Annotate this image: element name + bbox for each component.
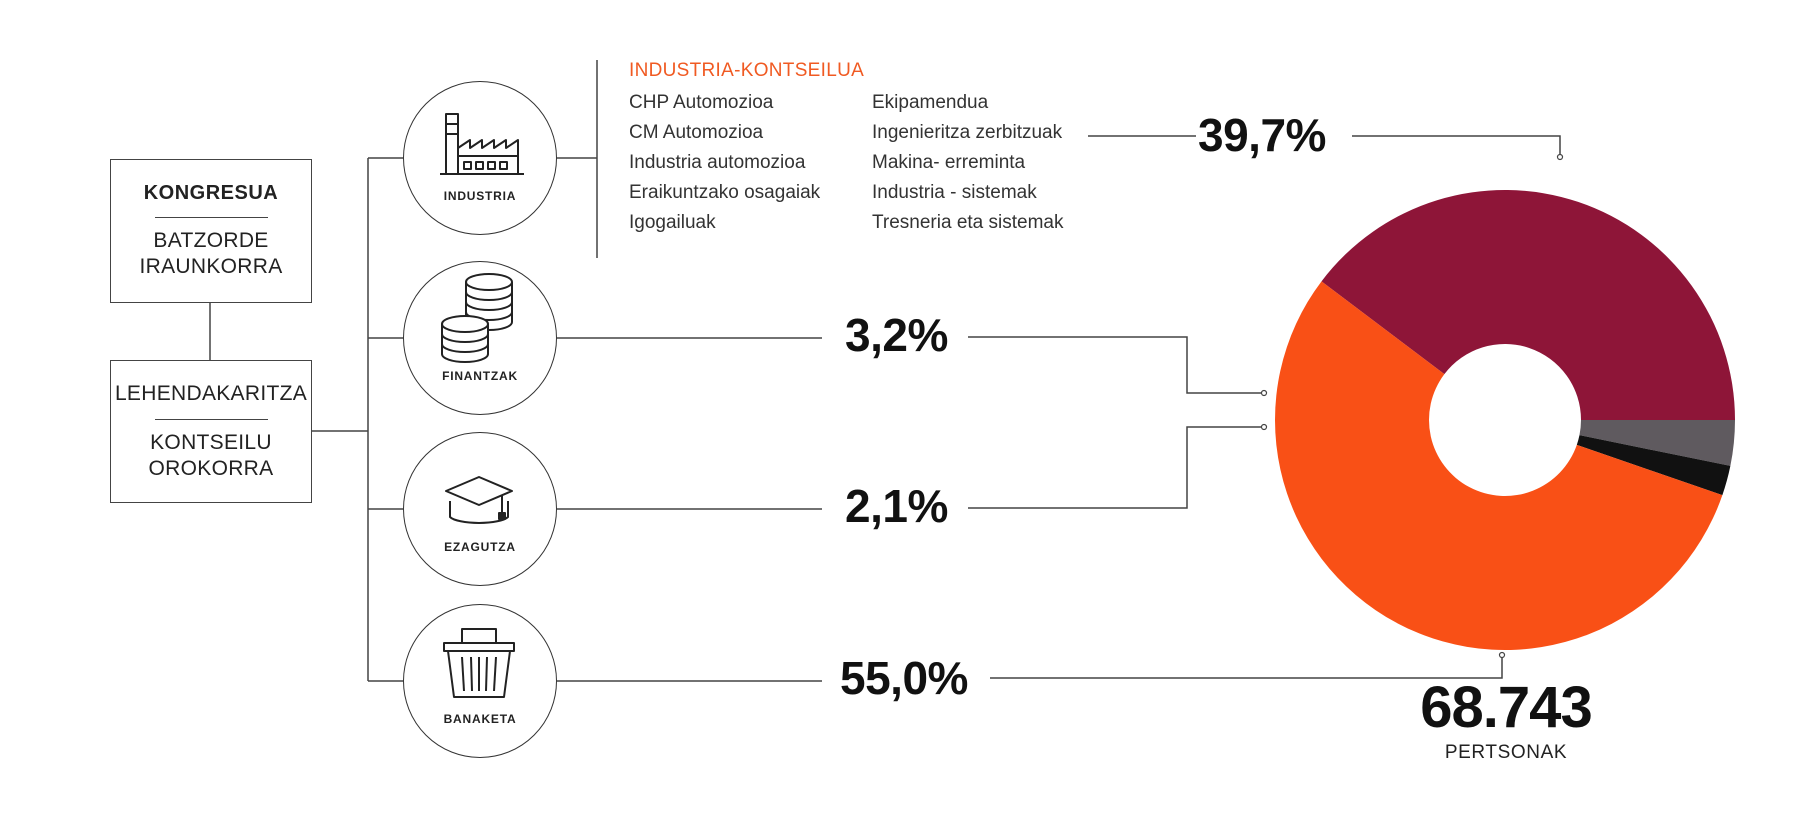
percent-finantzak: 3,2% <box>845 309 948 361</box>
donut-slice-ezagutza <box>1576 435 1731 496</box>
division-finantzak: FINANTZAK <box>403 261 557 415</box>
leader-finantzak <box>968 336 1264 394</box>
division-industria: INDUSTRIA <box>403 81 557 235</box>
division-label: BANAKETA <box>443 712 517 726</box>
list-item: Igogailuak <box>629 212 716 233</box>
division-label: FINANTZAK <box>442 369 518 383</box>
division-banaketa: BANAKETA <box>403 604 557 758</box>
industria-council-column-1: CHP Automozioa CM Automozioa Industria a… <box>629 88 820 238</box>
division-label: EZAGUTZA <box>444 540 516 554</box>
kongresua-box: KONGRESUA BATZORDE IRAUNKORRA <box>110 159 312 303</box>
donut-slice-finantzak <box>1579 420 1735 466</box>
division-ezagutza: EZAGUTZA <box>403 432 557 586</box>
list-item: Industria - sistemak <box>872 182 1037 203</box>
kongresua-title: KONGRESUA <box>143 182 279 204</box>
donut-slice-industria <box>1321 190 1735 420</box>
list-item: Eraikuntzako osagaiak <box>629 182 821 203</box>
list-item: CM Automozioa <box>629 122 764 143</box>
coins-icon <box>441 273 513 363</box>
lehendakaritza-title: LEHENDAKARITZA <box>114 382 308 405</box>
donut-slice-banaketa <box>1275 281 1723 650</box>
list-item: Ekipamendua <box>872 92 989 113</box>
lehendakaritza-box: LEHENDAKARITZA KONTSEILU OROKORRA <box>110 360 312 503</box>
kongresua-divider <box>154 217 268 218</box>
total-label: PERTSONAK <box>1444 742 1568 763</box>
percent-industria: 39,7% <box>1198 109 1326 161</box>
graduation-cap-icon <box>445 476 513 524</box>
percent-ezagutza: 2,1% <box>845 480 948 532</box>
list-item: Makina- erreminta <box>872 152 1026 173</box>
leader-ezagutza <box>968 426 1264 509</box>
list-item: CHP Automozioa <box>629 92 774 113</box>
industria-council-title: INDUSTRIA-KONTSEILUA <box>629 60 865 81</box>
list-item: Ingenieritza zerbitzuak <box>872 122 1063 143</box>
factory-icon <box>440 113 524 175</box>
total-value: 68.743 <box>1420 675 1592 740</box>
donut-chart <box>1275 190 1735 650</box>
list-item: Tresneria eta sistemak <box>872 212 1064 233</box>
division-label: INDUSTRIA <box>443 189 517 203</box>
list-item: Industria automozioa <box>629 152 806 173</box>
lehendakaritza-subtitle: KONTSEILU OROKORRA <box>148 431 274 480</box>
lehendakaritza-divider <box>154 419 268 420</box>
leader-industria <box>1352 135 1561 157</box>
leader-banaketa <box>990 655 1503 679</box>
industria-council-column-2: Ekipamendua Ingenieritza zerbitzuak Maki… <box>872 88 1063 238</box>
basket-icon <box>443 628 515 698</box>
kongresua-subtitle: BATZORDE IRAUNKORRA <box>139 229 283 278</box>
percent-banaketa: 55,0% <box>840 652 968 704</box>
